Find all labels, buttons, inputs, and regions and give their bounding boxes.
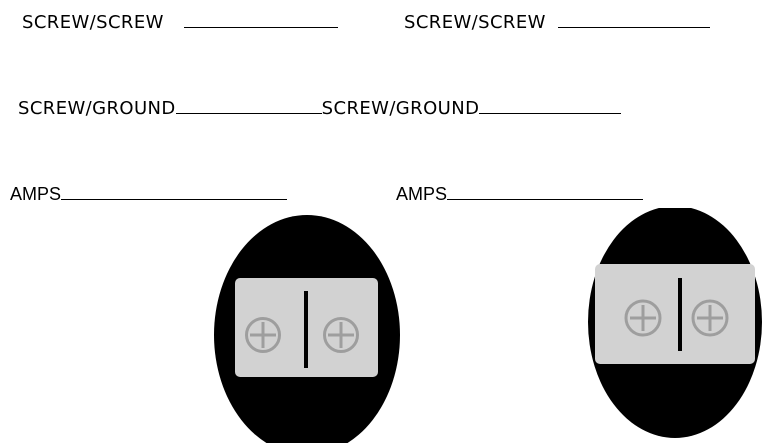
outlet-diagram-left bbox=[214, 215, 400, 443]
screw-terminal-icon bbox=[245, 317, 281, 353]
blank-screw-ground-left[interactable] bbox=[175, 99, 322, 114]
blank-amps-right[interactable] bbox=[447, 185, 644, 200]
label-screw-screw-right: SCREW/SCREW bbox=[404, 12, 546, 33]
label-screw-ground-right: SCREW/GROUND bbox=[321, 98, 480, 119]
screw-terminal-icon bbox=[624, 299, 662, 337]
form-row-amps-right: AMPS bbox=[396, 183, 644, 205]
outlet-plate-right bbox=[595, 264, 755, 364]
form-row-screw-screw-right: SCREW/SCREW bbox=[404, 12, 710, 34]
blank-screw-screw-right[interactable] bbox=[557, 13, 710, 28]
screw-terminal-icon bbox=[691, 299, 729, 337]
form-row-screw-ground-left: SCREW/GROUND SCREW/GROUND bbox=[18, 98, 622, 120]
blank-screw-screw-left[interactable] bbox=[183, 13, 338, 28]
label-screw-screw-left: SCREW/SCREW bbox=[22, 12, 164, 33]
form-row-amps-left: AMPS bbox=[10, 183, 288, 205]
form-row-screw-screw-left: SCREW/SCREW bbox=[22, 12, 338, 34]
screw-terminal-icon bbox=[323, 317, 359, 353]
outlet-diagram-right bbox=[588, 208, 762, 438]
label-amps-right: AMPS bbox=[396, 184, 448, 204]
label-amps-left: AMPS bbox=[10, 184, 62, 204]
label-screw-ground-left: SCREW/GROUND bbox=[18, 98, 176, 119]
blank-screw-ground-right[interactable] bbox=[479, 99, 622, 114]
blank-amps-left[interactable] bbox=[61, 185, 288, 200]
